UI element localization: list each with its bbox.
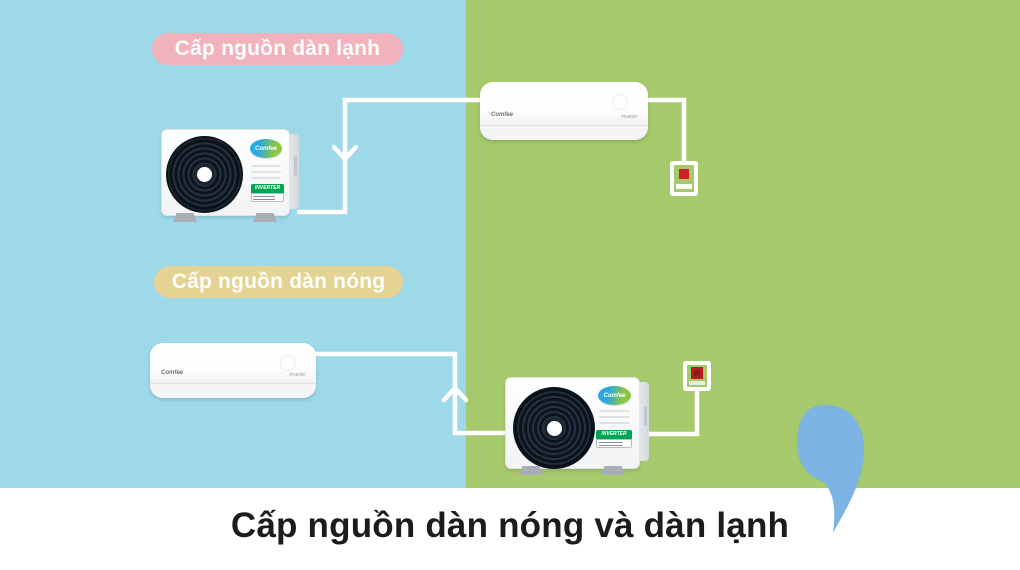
- switch-slot: [676, 184, 692, 189]
- indoor-unit-flap: [480, 125, 648, 140]
- side-panel: [639, 382, 649, 462]
- power-indicator: [679, 169, 689, 179]
- wire-hot-circuit: [315, 351, 507, 436]
- unit-foot: [519, 466, 543, 475]
- wire-cold-circuit: [297, 97, 482, 215]
- emblem-icon: [280, 355, 296, 371]
- inverter-badge: INVERTER: [596, 430, 632, 448]
- outdoor-unit-top: Comfee INVERTER: [161, 129, 299, 222]
- vent-grille: [251, 165, 281, 179]
- inverter-badge: INVERTER: [251, 184, 284, 202]
- switch-slot: [689, 381, 705, 385]
- badge-hot-power: Cấp nguồn dàn nóng: [154, 266, 403, 298]
- comfee-logo: Comfee: [250, 139, 282, 158]
- inverter-label: inverter: [289, 372, 306, 378]
- inverter-badge-label: INVERTER: [251, 184, 284, 193]
- energy-label: [251, 193, 284, 202]
- fan-hub: [546, 420, 562, 436]
- indoor-unit-flap: [150, 383, 316, 398]
- power-indicator: [691, 367, 703, 379]
- water-drop-icon: [796, 404, 864, 533]
- unit-foot: [253, 213, 277, 222]
- side-panel: [289, 134, 299, 209]
- fan-icon: [166, 136, 243, 213]
- indoor-unit-bottom: Comfee inverter: [150, 343, 316, 398]
- badge-cold-power: Cấp nguồn dàn lạnh: [152, 33, 403, 65]
- vent-grille: [599, 410, 630, 424]
- background-cold-side: [0, 0, 466, 488]
- fan-hub: [197, 167, 212, 182]
- comfee-logo: Comfee: [161, 370, 184, 376]
- arrow-up-icon: [441, 385, 469, 403]
- energy-label: [596, 439, 632, 448]
- comfee-logo: Comfee: [491, 112, 514, 118]
- power-switch-cold: [670, 161, 698, 196]
- wire-cold-to-outlet: [646, 97, 687, 164]
- unit-foot: [601, 466, 625, 475]
- outdoor-unit-body: Comfee INVERTER: [161, 129, 299, 216]
- arrow-down-icon: [331, 144, 359, 162]
- fan-icon: [513, 387, 595, 469]
- emblem-icon: [612, 94, 628, 110]
- inverter-label: inverter: [621, 114, 638, 120]
- wire-hot-to-outlet: [640, 388, 700, 437]
- power-switch-hot: [683, 361, 711, 391]
- caption-strip: [0, 488, 1020, 570]
- unit-foot: [173, 213, 197, 222]
- indoor-unit-top: Comfee inverter: [480, 82, 648, 140]
- outdoor-unit-bottom: Comfee INVERTER: [505, 377, 649, 475]
- page-title: Cấp nguồn dàn nóng và dàn lạnh: [230, 506, 790, 545]
- inverter-badge-label: INVERTER: [596, 430, 632, 439]
- outdoor-unit-body: Comfee INVERTER: [505, 377, 649, 469]
- comfee-logo: Comfee: [598, 386, 631, 405]
